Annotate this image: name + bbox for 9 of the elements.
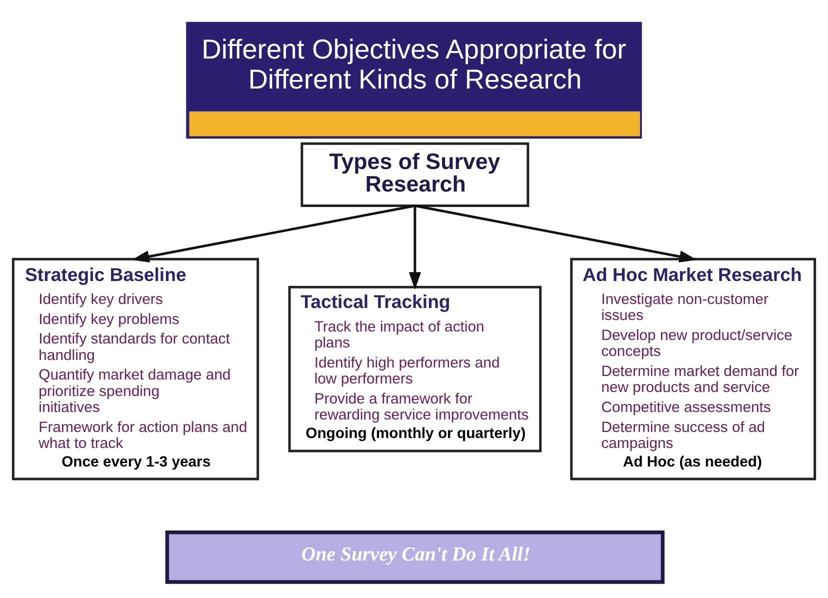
arrow: [414, 204, 697, 262]
diagram-title: Different Objectives Appropriate for Different Kinds of Research: [202, 33, 626, 94]
arrow: [132, 204, 416, 262]
node-box: Strategic Baseline Identify key drivers Identify key problems Identify standards for contact handling Quantify market damage and prioritize spending initiatives Framework for action plans and what to track Once every 1-3 years: [12, 257, 260, 480]
node-box: Types of Survey Research: [300, 142, 530, 206]
node-box: Ad Hoc Market Research Investigate non-customer issues Develop new product/service concepts Determine market demand for new products and service Competitive assessments Determine success of ad campaigns Ad Hoc (as needed): [570, 257, 816, 480]
node-box: One Survey Can't Do It All!: [165, 530, 665, 584]
arrow: [408, 205, 422, 290]
node-box: Tactical Tracking Track the impact of action plans Identify high performers and low performers Provide a framework for rewarding service improvements Ongoing (monthly or quarterly): [288, 285, 542, 452]
